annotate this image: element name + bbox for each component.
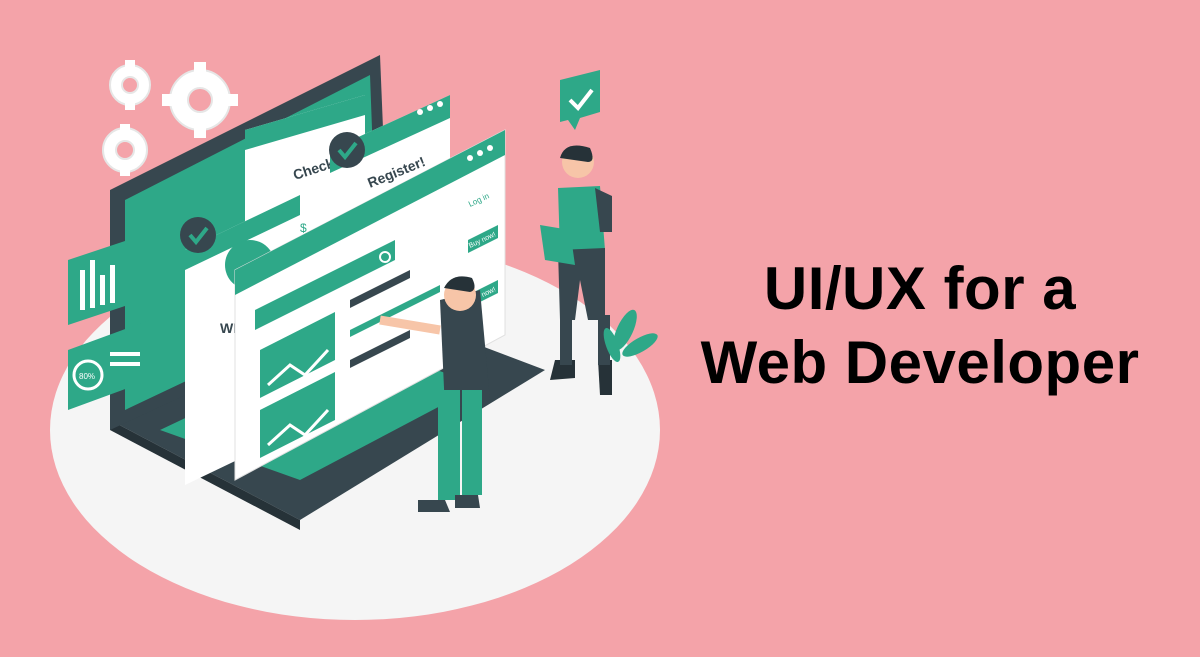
search-icon xyxy=(379,251,391,263)
checkmark-bubble xyxy=(560,70,600,130)
developer-woman xyxy=(540,145,612,395)
plant xyxy=(603,309,658,363)
gear-icon xyxy=(102,64,231,173)
percent-label: 80% xyxy=(79,372,95,381)
dollar-label: $ xyxy=(300,221,307,235)
shop-window: Log in Buy now! Buy now! xyxy=(234,129,506,481)
checkmark-icon xyxy=(568,88,594,112)
title-line-2: Web Developer xyxy=(700,329,1140,396)
title-line-1: UI/UX for a xyxy=(763,255,1077,322)
developer-man xyxy=(379,276,490,512)
gear-teeth-icon xyxy=(120,60,238,176)
buy-now-button xyxy=(468,225,498,253)
progress-panel: 80% xyxy=(68,320,150,410)
page-title: UI/UX for a Web Developer xyxy=(660,252,1180,400)
clipboard xyxy=(540,225,575,265)
search-bar xyxy=(255,240,395,330)
bar-chart-panel xyxy=(68,240,128,325)
web-developer-illustration: 80% Check out $ Register! WE xyxy=(50,55,660,620)
